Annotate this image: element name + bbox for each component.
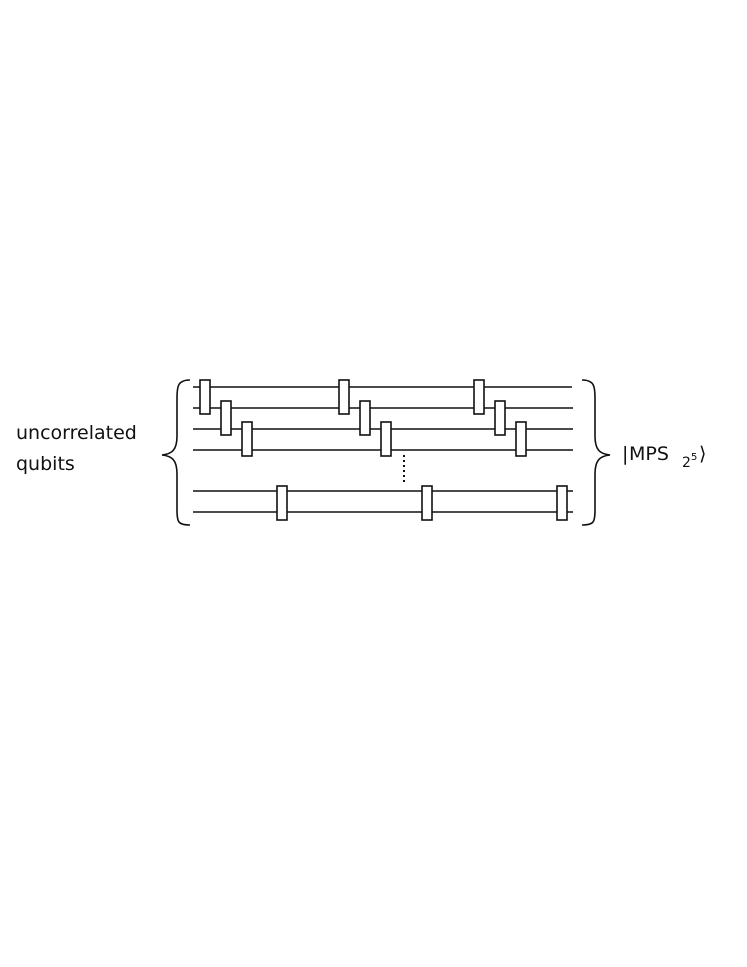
gate bbox=[199, 379, 211, 415]
gate bbox=[220, 400, 232, 436]
ket-open: | bbox=[622, 443, 628, 465]
label-uncorrelated: uncorrelated bbox=[16, 422, 137, 444]
gate bbox=[380, 421, 392, 457]
label-qubits: qubits bbox=[16, 453, 75, 475]
gate bbox=[241, 421, 253, 457]
gate bbox=[421, 485, 433, 521]
gate bbox=[359, 400, 371, 436]
gate bbox=[515, 421, 527, 457]
gate bbox=[556, 485, 568, 521]
gates bbox=[199, 379, 568, 521]
gate bbox=[338, 379, 350, 415]
right-brace bbox=[581, 379, 611, 526]
left-brace bbox=[161, 379, 191, 526]
subscript-base: 2 bbox=[682, 455, 691, 471]
ket-close: ⟩ bbox=[699, 443, 706, 465]
gate bbox=[494, 400, 506, 436]
gate bbox=[276, 485, 288, 521]
mps-state-label: | MPS 2 5 ⟩ bbox=[622, 443, 706, 471]
gate bbox=[473, 379, 485, 415]
mps-name: MPS bbox=[629, 443, 669, 465]
superscript-exponent: 5 bbox=[691, 452, 697, 463]
